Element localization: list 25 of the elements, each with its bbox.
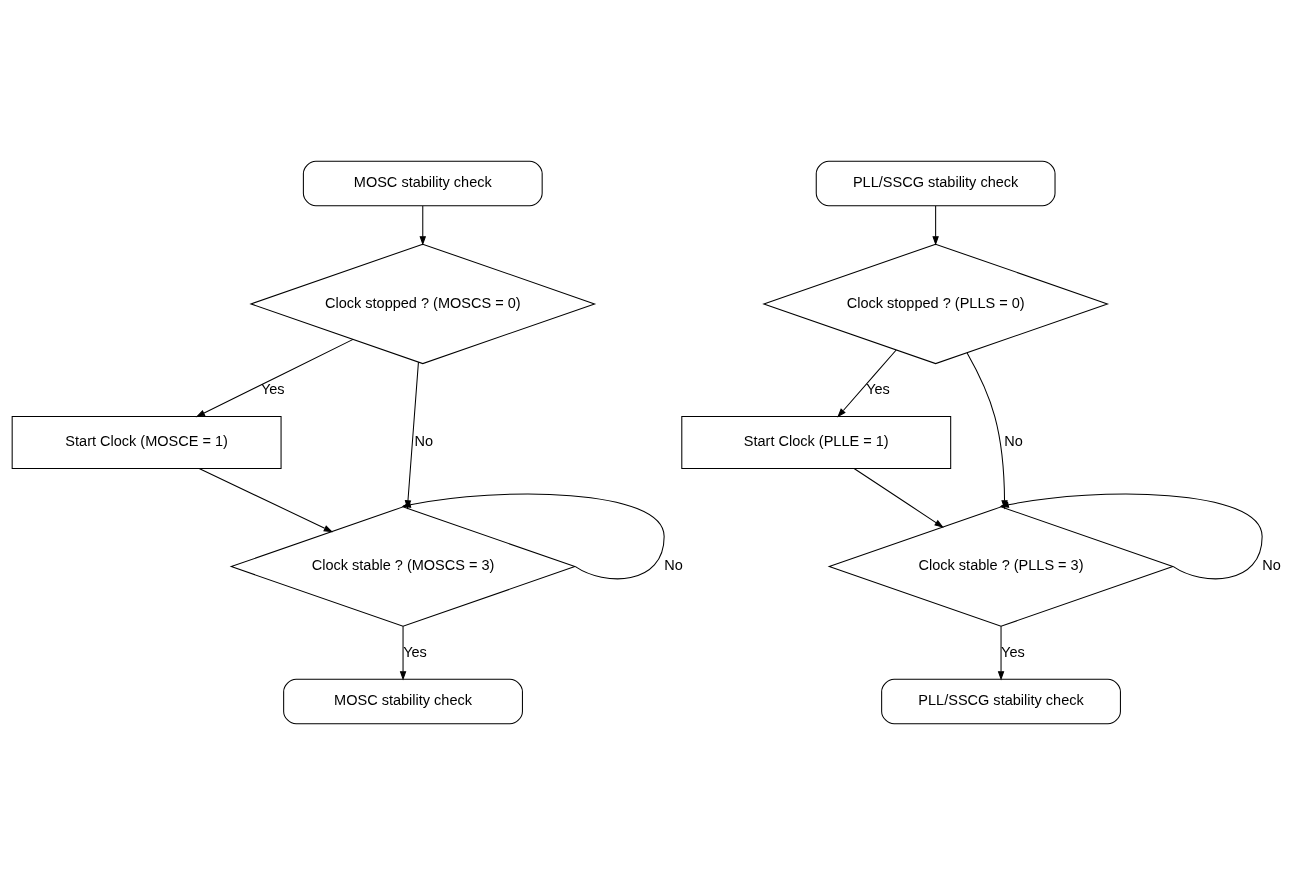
arrow (419, 205, 427, 246)
arrow (198, 468, 334, 533)
edge-label: No (1262, 557, 1281, 574)
edge-label: Yes (403, 643, 427, 660)
edge-label: No (1004, 433, 1023, 450)
node-box: PLL/SSCG stability check (881, 678, 1121, 725)
node-diamond: Clock stable ? (PLLS = 3) (827, 506, 1175, 627)
arrow (195, 338, 354, 418)
node-box: Start Clock (MOSCE = 1) (11, 416, 282, 469)
node-box: MOSC stability check (283, 678, 523, 725)
arrow (932, 205, 939, 246)
node-diamond: Clock stopped ? (PLLS = 0) (762, 243, 1110, 365)
node-box: PLL/SSCG stability check (815, 160, 1056, 207)
node-diamond: Clock stable ? (MOSCS = 3) (229, 506, 577, 627)
node-diamond: Clock stopped ? (MOSCS = 0) (249, 243, 597, 365)
edge-label: Yes (866, 380, 890, 397)
arrow (853, 468, 944, 528)
arrow (399, 625, 407, 681)
arrow (997, 625, 1005, 681)
edge-label: Yes (260, 380, 285, 397)
arrow (837, 349, 897, 418)
edge-label: No (414, 433, 434, 450)
node-box: MOSC stability check (302, 160, 543, 207)
node-box: Start Clock (PLLE = 1) (681, 416, 952, 469)
edge-label: No (664, 557, 683, 574)
